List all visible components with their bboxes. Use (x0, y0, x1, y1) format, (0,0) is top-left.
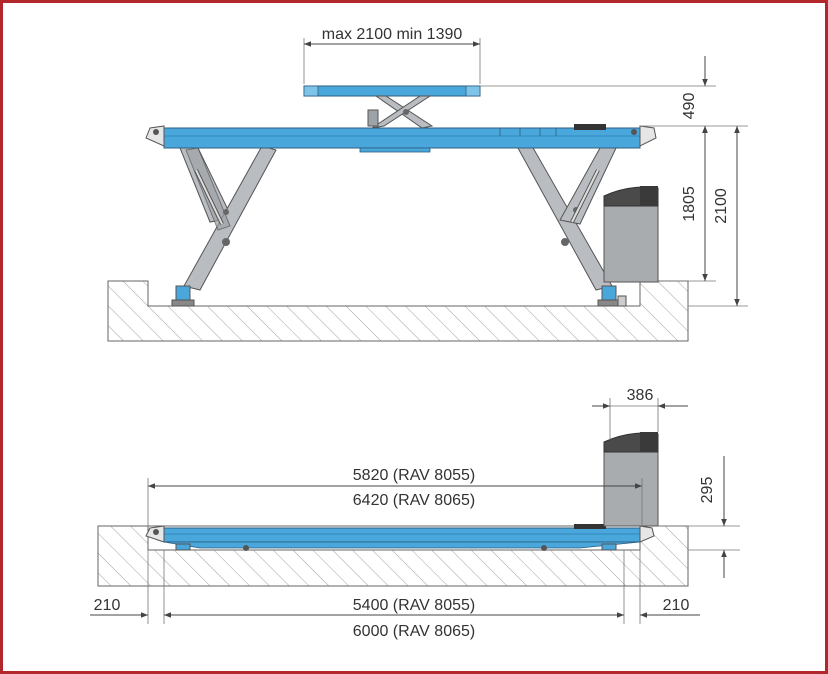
left-offset-label: 210 (94, 597, 121, 614)
console-height-label: 295 (699, 477, 716, 504)
elevation-view: max 2100 min 1390 490 1805 2100 (107, 26, 748, 342)
deck-height-label: 1805 (681, 186, 698, 222)
left-scissor-arms (179, 145, 277, 291)
floor-pit-hatch (107, 280, 689, 342)
upper-lift (303, 85, 481, 129)
dim-console-width (592, 398, 688, 440)
control-console (603, 186, 659, 283)
main-platform (145, 124, 657, 153)
upper-height-label: 490 (681, 93, 698, 120)
plan-view: 386 295 5820 (RAV 8055) 6420 (RAV 8065) (90, 387, 740, 640)
dim-top-width (303, 38, 481, 84)
length-long-label: 6420 (RAV 8065) (353, 492, 475, 509)
lowered-platform (145, 524, 655, 551)
console-width-label: 386 (627, 387, 654, 404)
base-long-label: 6000 (RAV 8065) (353, 623, 475, 640)
length-short-label: 5820 (RAV 8055) (353, 467, 475, 484)
dim-console-height (658, 456, 740, 578)
right-offset-label: 210 (663, 597, 690, 614)
dim-heights (480, 56, 748, 307)
right-scissor-arms (517, 145, 617, 291)
top-width-label: max 2100 min 1390 (322, 26, 463, 43)
dim-overall-length (147, 478, 643, 526)
total-height-label: 2100 (713, 188, 730, 224)
base-short-label: 5400 (RAV 8055) (353, 597, 475, 614)
dim-base-length (90, 550, 700, 624)
control-console-lower (603, 432, 659, 527)
